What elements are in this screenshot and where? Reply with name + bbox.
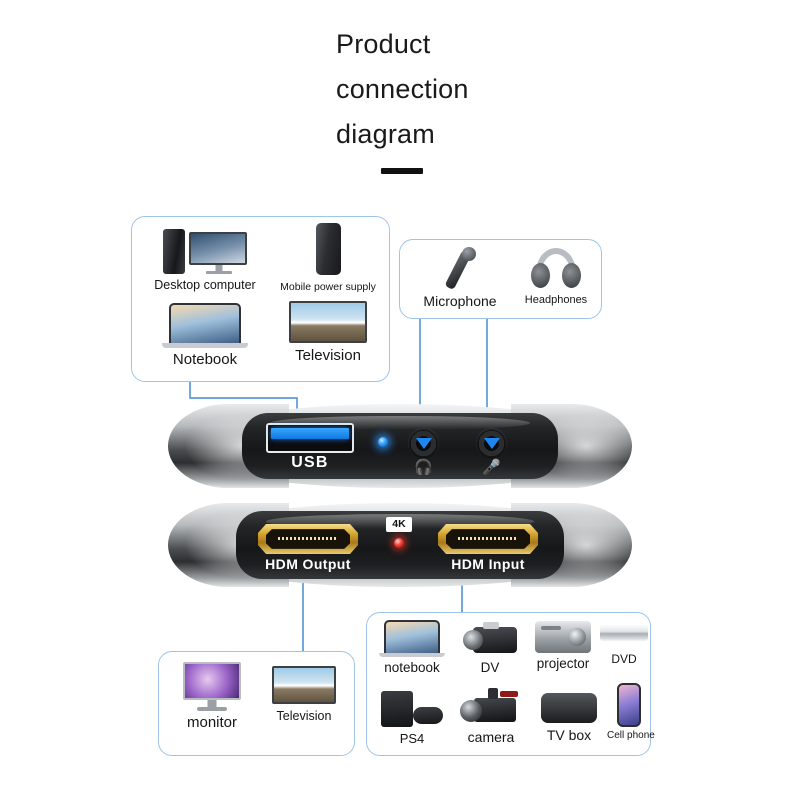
hdmi-pins [457, 536, 519, 541]
usb-port-label: USB [291, 454, 329, 471]
microphone-icon: 🎤 [482, 459, 501, 476]
page-title: Product connection diagram [336, 22, 636, 157]
page-title-line-2: connection [336, 74, 469, 104]
group-box-hdmi-input-sources: notebook DV projector DVD [366, 612, 655, 756]
television-icon [289, 301, 367, 343]
headphone-jack[interactable] [408, 428, 439, 459]
group-item-projector[interactable]: projector [527, 621, 599, 671]
microphone-icon [437, 244, 483, 292]
resolution-badge-4k: 4K [386, 517, 412, 532]
usb-port[interactable] [266, 423, 354, 453]
page-title-line-3: diagram [336, 119, 435, 149]
group-item-camera[interactable]: camera [453, 687, 529, 745]
hdmi-input-port[interactable] [438, 524, 538, 554]
usb-blade [271, 428, 349, 440]
group-box-usb-sources: Desktop computer Mobile power supply Not… [131, 216, 390, 382]
group-box-hdmi-output-displays: monitor Television [158, 651, 355, 756]
group-item-tv-box[interactable]: TV box [533, 693, 605, 743]
device-faceplate: HDM Output 4K HDM Input [236, 511, 564, 579]
group-item-desktop-computer[interactable]: Desktop computer [146, 227, 264, 292]
cell-phone-icon [617, 683, 641, 727]
dvd-player-icon [600, 625, 648, 641]
headphone-icon: 🎧 [414, 459, 433, 476]
camcorder-icon [461, 619, 519, 659]
usb-audio-panel-device: USB 🎧 🎤 [168, 404, 632, 488]
group-item-label: Mobile power supply [280, 281, 376, 293]
group-item-label: Headphones [524, 294, 588, 306]
group-item-label: projector [536, 656, 590, 671]
group-item-television[interactable]: Television [272, 301, 384, 364]
notebook-icon [162, 301, 248, 349]
power-led-blue [378, 437, 388, 447]
group-item-notebook[interactable]: Notebook [146, 301, 264, 368]
group-item-label: notebook [384, 660, 440, 675]
monitor-icon [181, 662, 243, 714]
hdmi-input-label: HDM Input [451, 556, 525, 572]
group-item-label: DV [480, 660, 500, 675]
group-box-audio-devices: Microphone Headphones [399, 239, 602, 319]
projector-icon [535, 621, 591, 653]
hdmi-pins [277, 536, 339, 541]
group-item-label: Notebook [172, 351, 238, 368]
group-item-monitor[interactable]: monitor [169, 662, 255, 731]
group-item-headphones[interactable]: Headphones [512, 244, 600, 306]
group-item-label: Television [295, 347, 361, 364]
group-item-label: DVD [611, 652, 637, 666]
microphone-jack-arrow [483, 437, 500, 449]
hdmi-output-port[interactable] [258, 524, 358, 554]
group-item-label: camera [467, 729, 515, 745]
group-item-label: Microphone [423, 293, 497, 309]
status-led-red [394, 538, 404, 548]
group-item-mobile-power-supply[interactable]: Mobile power supply [272, 223, 384, 293]
page-title-line-1: Product [336, 29, 431, 59]
headphone-jack-arrow [415, 437, 432, 449]
group-item-dv[interactable]: DV [457, 619, 523, 675]
hdmi-output-label: HDM Output [265, 556, 351, 572]
game-console-icon [379, 689, 445, 729]
camera-icon [458, 687, 524, 729]
group-item-label: monitor [186, 714, 238, 731]
power-bank-icon [315, 223, 341, 275]
headphones-icon [528, 244, 584, 292]
group-item-ps4[interactable]: PS4 [375, 689, 449, 746]
microphone-jack[interactable] [476, 428, 507, 459]
group-item-label: PS4 [399, 731, 425, 746]
device-faceplate: USB 🎧 🎤 [242, 413, 558, 479]
notebook-icon [379, 619, 445, 659]
hdmi-inner [446, 529, 530, 549]
hdmi-panel-device: HDM Output 4K HDM Input [168, 503, 632, 587]
group-item-notebook[interactable]: notebook [373, 619, 451, 675]
group-item-label: Desktop computer [154, 278, 256, 292]
group-item-television[interactable]: Television [261, 666, 347, 723]
tv-box-icon [541, 693, 597, 723]
group-item-microphone[interactable]: Microphone [410, 244, 510, 309]
desktop-computer-icon [157, 227, 253, 275]
group-item-label: TV box [546, 727, 592, 743]
television-icon [272, 666, 336, 704]
group-item-cell-phone[interactable]: Cell phone [607, 683, 655, 741]
group-item-label: Cell phone [607, 730, 655, 741]
title-divider [381, 168, 423, 174]
hdmi-inner [266, 529, 350, 549]
group-item-label: Television [276, 709, 332, 723]
group-item-dvd[interactable]: DVD [599, 625, 649, 666]
